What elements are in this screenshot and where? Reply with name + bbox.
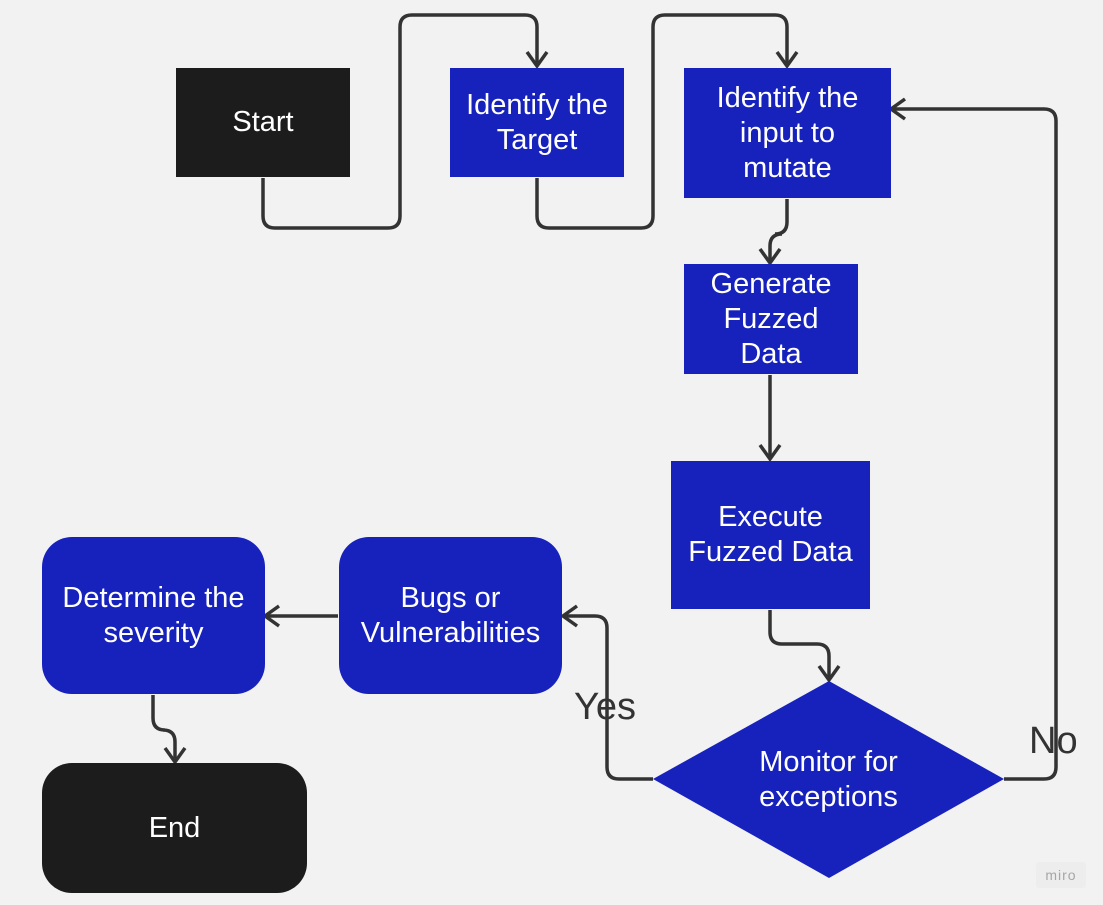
- arrowhead-end: [163, 746, 187, 766]
- miro-watermark: miro: [1036, 862, 1086, 888]
- arrowhead-monitor: [817, 664, 841, 684]
- generate-fuzzed-label: Generate Fuzzed Data: [710, 267, 832, 370]
- yes-edge-label: Yes: [574, 686, 636, 728]
- arrowhead-severity: [261, 604, 281, 628]
- start-node: Start: [176, 68, 350, 177]
- execute-fuzzed-label: Execute Fuzzed Data: [688, 501, 853, 568]
- severity-node: Determine the severity: [42, 537, 265, 694]
- start-label: Start: [232, 106, 294, 138]
- identify-target-node: Identify the Target: [450, 68, 624, 177]
- generate-fuzzed-node: Generate Fuzzed Data: [684, 264, 858, 374]
- arrowhead-target: [525, 50, 549, 70]
- connector-input-to-generate: [768, 199, 789, 261]
- no-edge-label: No: [1029, 720, 1078, 762]
- connector-severity-to-end: [151, 695, 177, 760]
- arrowhead-generate: [758, 247, 782, 267]
- arrowhead-input-loop: [887, 97, 907, 121]
- end-node: End: [42, 763, 307, 893]
- bugs-node: Bugs or Vulnerabilities: [339, 537, 562, 694]
- arrowhead-bugs: [559, 604, 579, 628]
- bugs-label: Bugs or Vulnerabilities: [360, 581, 541, 649]
- execute-fuzzed-node: Execute Fuzzed Data: [671, 461, 870, 609]
- connector-execute-to-monitor: [768, 610, 831, 678]
- connector-monitor-to-input: [893, 107, 1058, 781]
- arrowhead-input: [775, 50, 799, 70]
- identify-target-label: Identify the Target: [466, 88, 608, 156]
- arrowhead-execute: [758, 443, 782, 463]
- end-label: End: [148, 811, 201, 844]
- identify-input-node: Identify the input to mutate: [684, 68, 891, 198]
- identify-input-label: Identify the input to mutate: [716, 81, 859, 184]
- monitor-decision-node: Monitor for exceptions: [653, 681, 1004, 878]
- monitor-label: Monitor for exceptions: [759, 745, 898, 813]
- severity-label: Determine the severity: [62, 581, 245, 649]
